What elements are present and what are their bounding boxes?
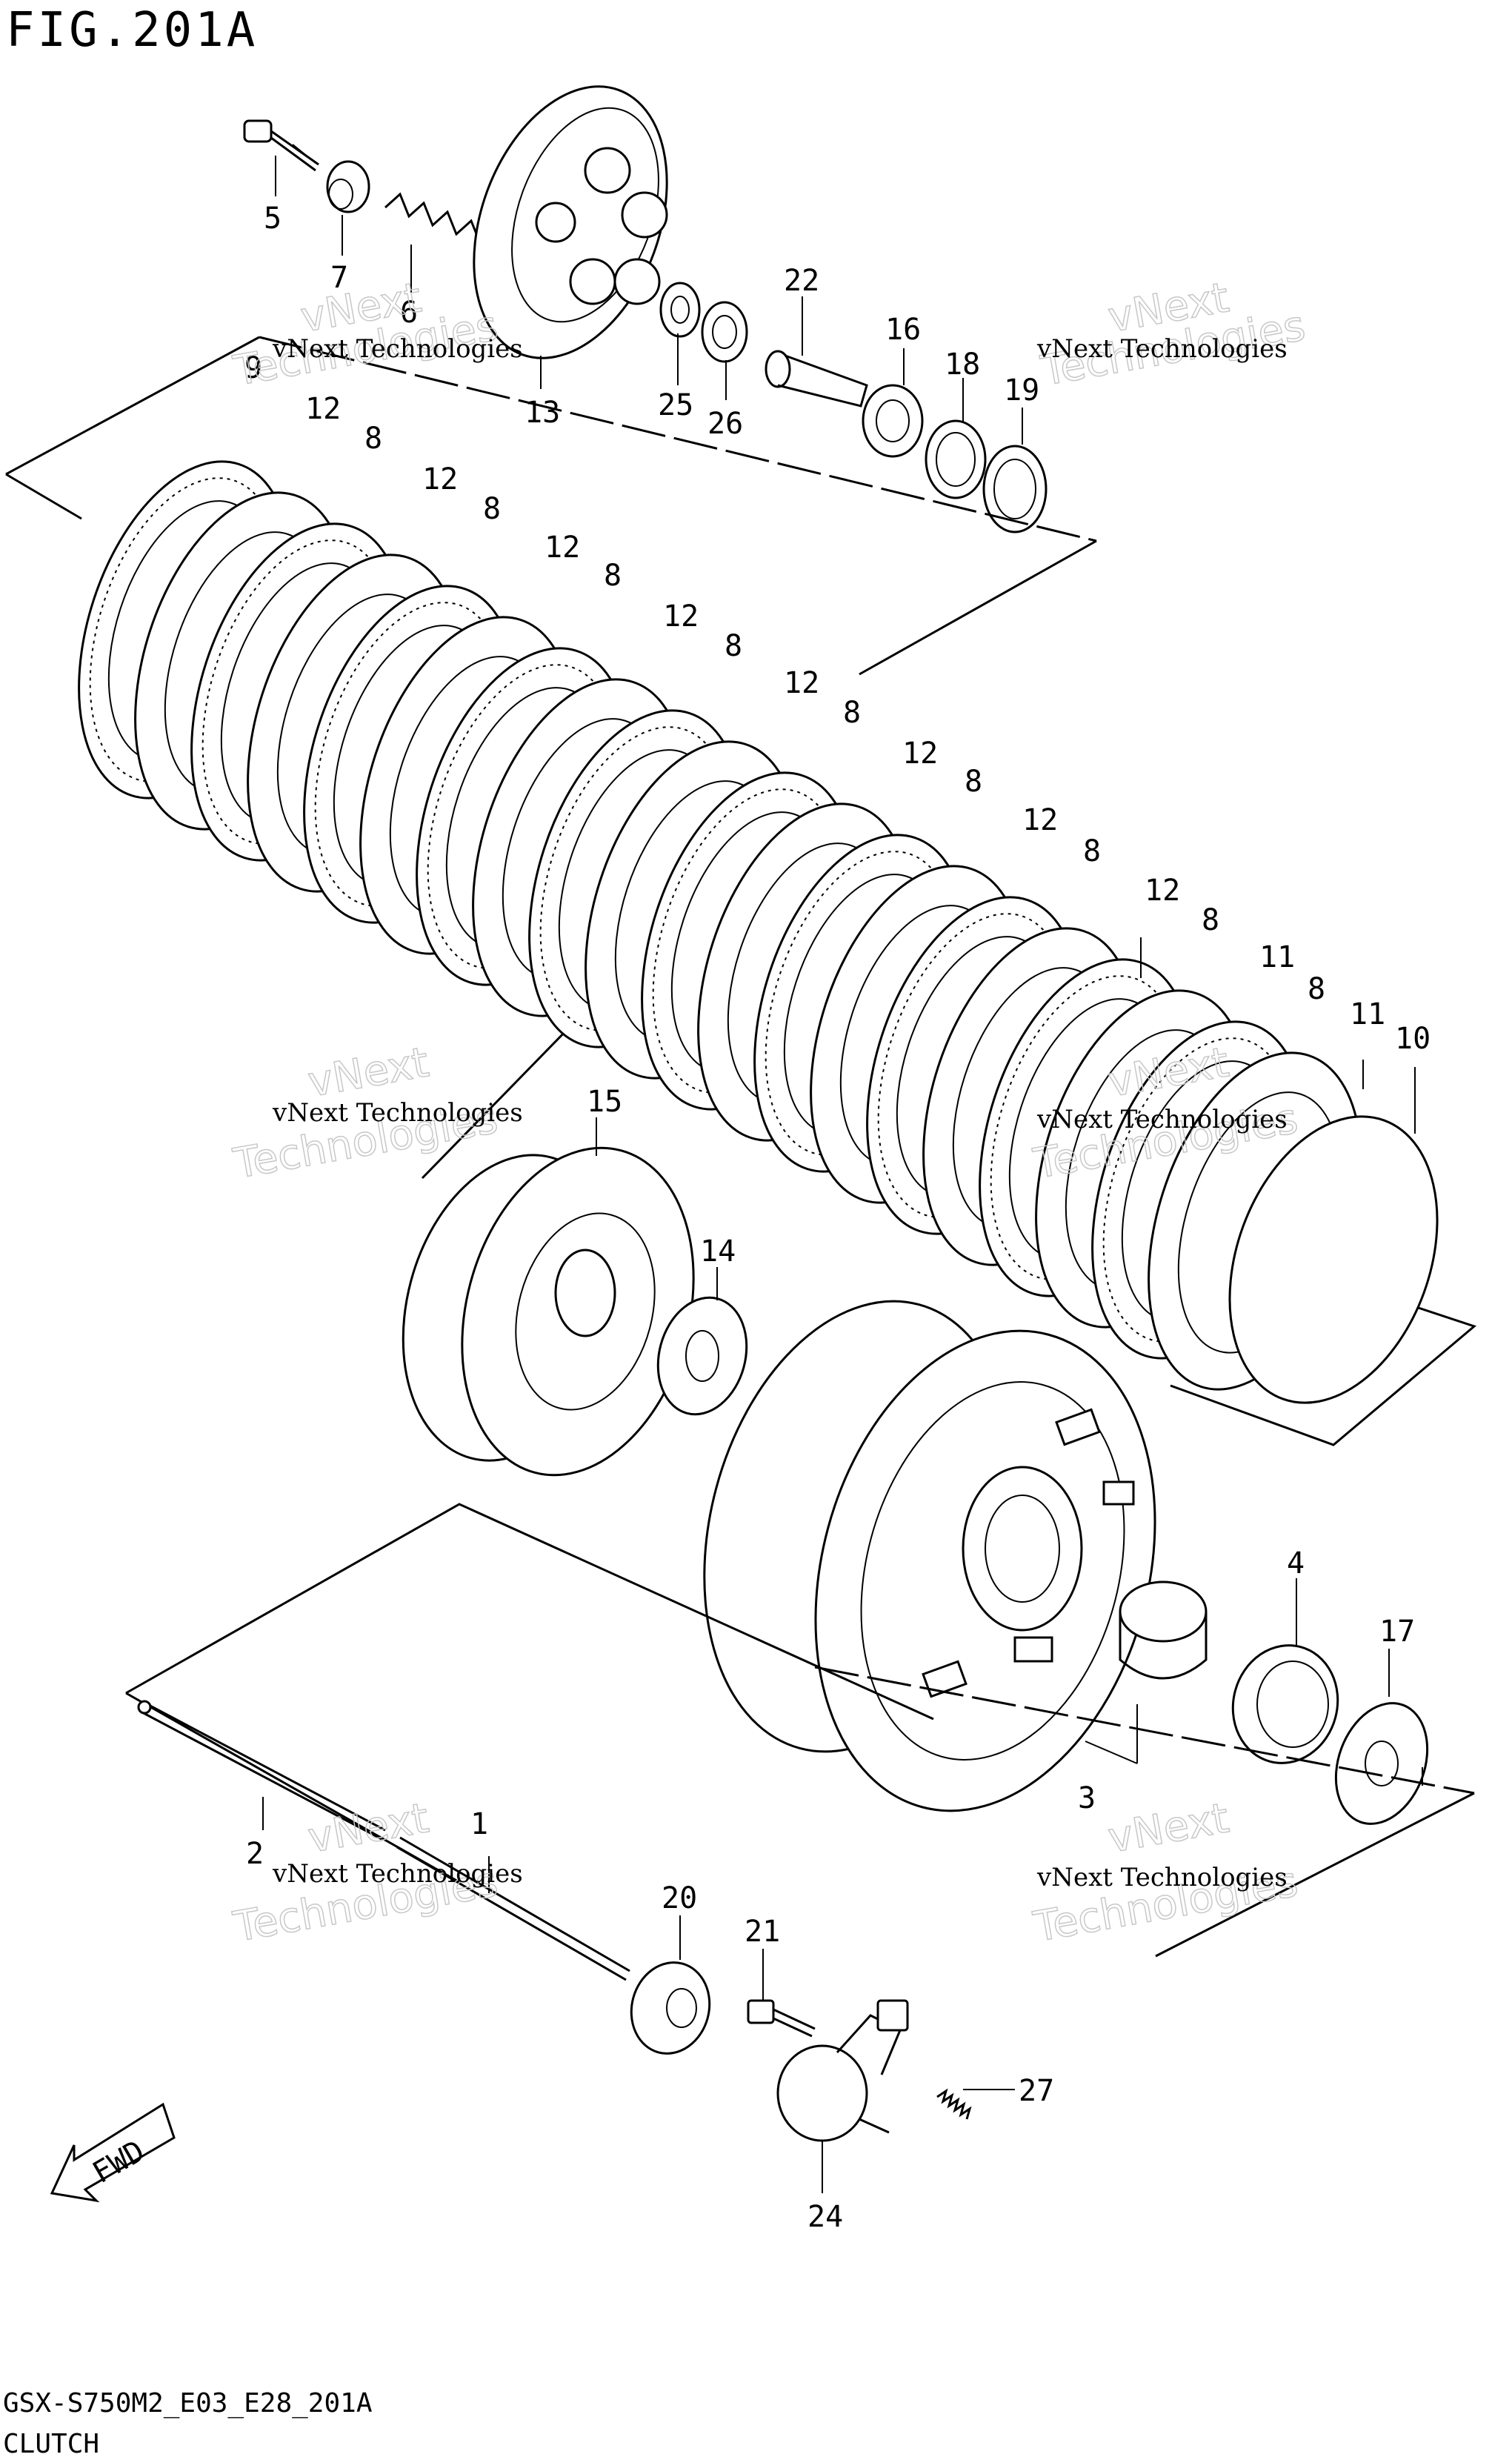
callout-17: 14 [700, 1234, 736, 1269]
callout-8f: 8 [965, 765, 982, 799]
callout-12c: 12 [544, 531, 580, 565]
clutch-housing-part-1 [703, 1300, 1156, 1812]
callout-25: 25 [658, 388, 693, 422]
bearing-part-26 [701, 301, 748, 363]
callout-12a: 12 [305, 392, 341, 426]
callout-28: 24 [807, 2200, 843, 2234]
pressure-plate-group [243, 85, 1048, 533]
callout-8g: 8 [1083, 834, 1101, 868]
needle-bearing-part-3 [1231, 1644, 1339, 1764]
svg-text:vNext Technologies: vNext Technologies [1036, 334, 1288, 364]
callout-3: 4 [1287, 1546, 1305, 1580]
watermark-top-right: vNext Technologies vNext Technologies [1036, 273, 1309, 396]
callout-12e: 12 [784, 666, 819, 700]
svg-text:vNext Technologies: vNext Technologies [272, 1859, 523, 1889]
svg-text:vNext Technologies: vNext Technologies [1036, 1105, 1288, 1134]
pushrod-part-21 [396, 1836, 630, 1981]
callout-4: 15 [587, 1085, 622, 1119]
callout-12b: 12 [422, 462, 458, 496]
svg-text:vNext Technologies: vNext Technologies [272, 1098, 523, 1128]
callout-11b: 11 [1259, 940, 1295, 974]
callout-8b: 8 [483, 492, 501, 526]
leader-lines [262, 156, 1423, 2193]
watermark-bottom-right: vNext Technologies vNext Technologies [1029, 1794, 1302, 1952]
washer-part-19 [982, 445, 1048, 533]
callout-12f: 12 [902, 737, 938, 771]
callout-7: 7 [330, 261, 348, 295]
callout-8h: 8 [1202, 903, 1219, 937]
callout-11a: 12 [1145, 874, 1180, 908]
callout-1: 3 [1078, 1781, 1096, 1815]
callout-14: 10 [1395, 1022, 1431, 1056]
svg-text:vNext Technologies: vNext Technologies [1036, 1863, 1288, 1892]
bolt-part-5 [243, 119, 319, 172]
washer-part-17 [656, 1296, 748, 1416]
collar-part-7 [326, 160, 370, 213]
clutch-plate-stack [78, 460, 1439, 1404]
release-arm-part-28 [776, 1999, 909, 2142]
callout-19: 19 [1004, 373, 1039, 408]
svg-text:vNext: vNext [304, 1038, 432, 1106]
callout-5: 5 [264, 202, 282, 236]
pushrod-part-20 [137, 1700, 386, 1841]
callout-10: 8 [1308, 972, 1325, 1006]
washer-part-18 [925, 419, 987, 499]
fwd-arrow-icon: FWD [50, 2102, 176, 2203]
spring-part-23 [936, 2088, 972, 2120]
callout-26: 26 [707, 407, 743, 441]
section-name: CLUTCH [3, 2429, 99, 2459]
svg-text:vNext: vNext [1105, 1794, 1232, 1862]
callout-23: 27 [1019, 2074, 1054, 2108]
thrust-washer-part-2 [1334, 1702, 1429, 1825]
callout-20: 2 [246, 1837, 264, 1871]
pressure-plate-part-13 [473, 85, 668, 359]
washer-part-25 [659, 282, 701, 338]
callout-12d: 12 [663, 599, 699, 634]
callout-21: 1 [470, 1807, 488, 1841]
callout-15: 11 [1350, 997, 1385, 1031]
sleeve [1119, 1580, 1208, 1680]
callout-22: 22 [784, 264, 819, 298]
callout-24: 21 [745, 1915, 780, 1949]
callout-9: 9 [244, 351, 262, 385]
svg-text:vNext Technologies: vNext Technologies [272, 334, 523, 364]
callout-labels: 5 7 6 13 25 26 22 16 18 19 9 12 8 12 8 1… [244, 202, 1431, 2234]
nut-part-16 [862, 384, 924, 458]
callout-12g: 12 [1022, 803, 1058, 837]
ring-part-14 [1228, 1115, 1439, 1404]
callout-6: 6 [400, 296, 418, 330]
callout-8a: 8 [364, 422, 382, 456]
watermark-mid-left: vNext Technologies vNext Technologies [229, 1038, 523, 1189]
callout-8e: 8 [843, 696, 861, 730]
callout-2: 17 [1379, 1615, 1415, 1649]
figure-title: FIG.201A [6, 3, 258, 58]
bearing-part-27 [630, 1961, 711, 2055]
pushrod-part-22 [765, 350, 868, 408]
bolt-part-24 [747, 1999, 816, 2038]
plate-stack-frame [5, 336, 1477, 1446]
callout-13: 13 [524, 396, 560, 430]
callout-16: 16 [885, 313, 921, 347]
callout-27: 20 [662, 1881, 697, 1915]
callout-18: 18 [945, 348, 980, 382]
clutch-hub-part-4 [402, 1146, 695, 1477]
callout-8c: 8 [604, 559, 622, 593]
callout-8d: 8 [725, 629, 742, 663]
figure-code: GSX-S750M2_E03_E28_201A [3, 2388, 373, 2419]
